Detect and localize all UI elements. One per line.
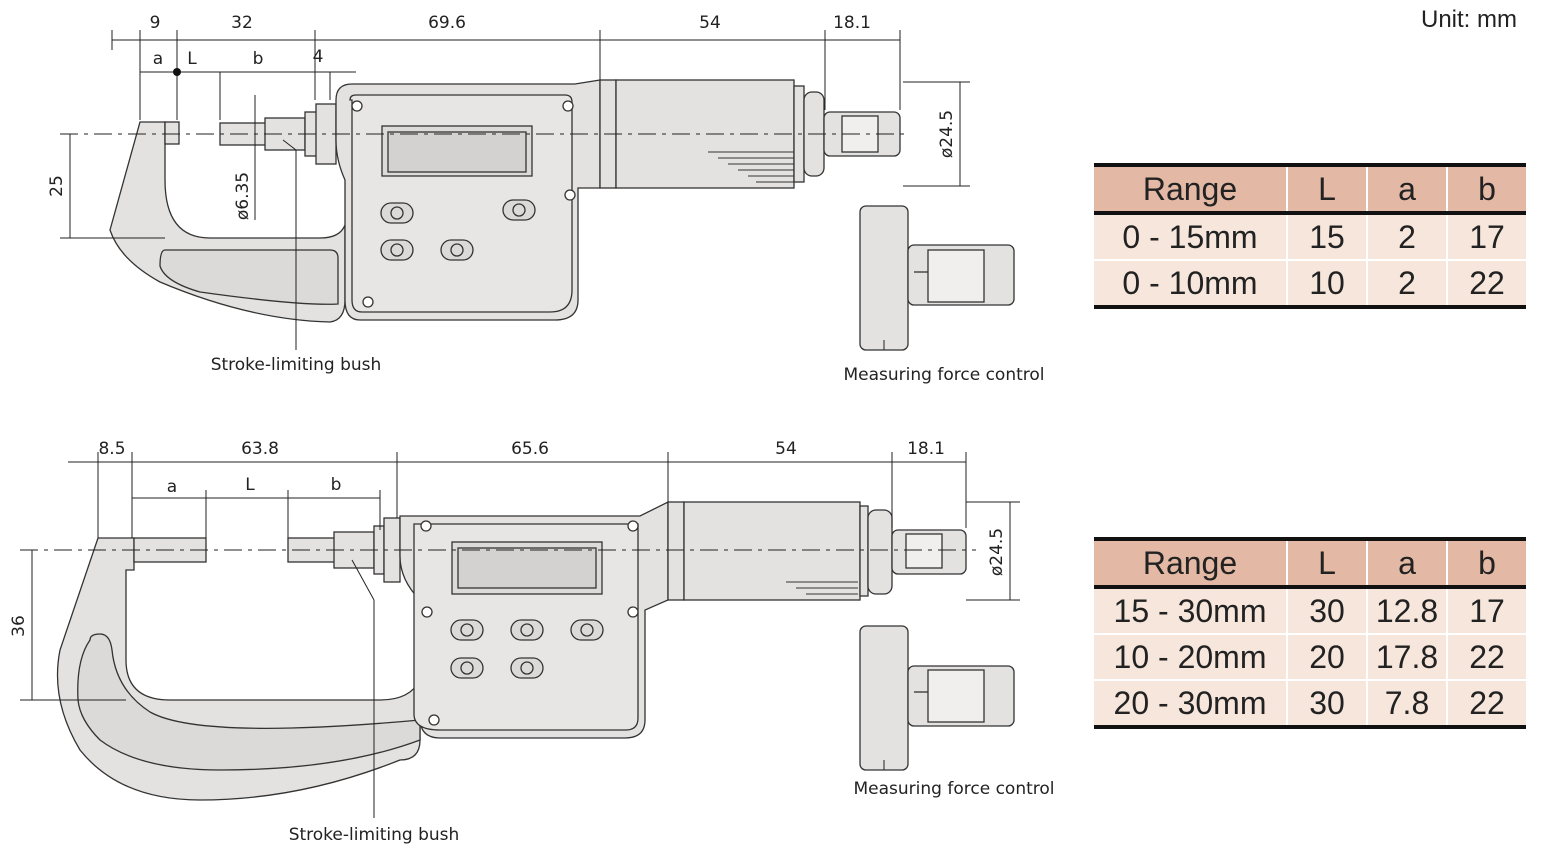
bottom-label-b: b (331, 475, 342, 495)
cell-l: 30 (1286, 680, 1367, 727)
range-table-bottom: Range L a b 15 - 30mm 30 12.8 17 10 - 20… (1094, 537, 1526, 729)
bottom-dim-18-1: 18.1 (907, 439, 945, 459)
cell-l: 20 (1286, 634, 1367, 680)
cell-b: 17 (1446, 587, 1526, 634)
cell-b: 17 (1446, 213, 1526, 260)
cell-b: 22 (1446, 680, 1526, 727)
bottom-dim-8-5: 8.5 (98, 439, 125, 459)
bottom-dim-36: 36 (9, 615, 29, 637)
cell-range: 0 - 10mm (1094, 260, 1287, 307)
bottom-callout-force: Measuring force control (854, 779, 1055, 799)
top-label-l: L (187, 49, 197, 69)
header-b: b (1446, 539, 1526, 587)
bottom-micrometer (56, 500, 967, 801)
cell-b: 22 (1446, 260, 1526, 307)
bottom-label-a: a (167, 477, 177, 497)
cell-a: 12.8 (1366, 587, 1447, 634)
top-dim-4: 4 (313, 47, 324, 67)
top-dim-9: 9 (150, 13, 161, 33)
header-l: L (1286, 165, 1367, 213)
top-force-detail (859, 205, 1015, 351)
cell-range: 10 - 20mm (1094, 634, 1287, 680)
top-dimensions (60, 30, 970, 350)
bottom-force-detail (859, 625, 1015, 771)
table-row: 0 - 15mm 15 2 17 (1094, 213, 1526, 260)
bottom-thimble (683, 501, 861, 601)
top-dim-18-1: 18.1 (833, 13, 871, 33)
top-callout-bush: Stroke-limiting bush (211, 355, 382, 375)
range-table-top: Range L a b 0 - 15mm 15 2 17 0 - 10mm 10… (1094, 163, 1526, 309)
table-row: 20 - 30mm 30 7.8 22 (1094, 680, 1526, 727)
top-frame-inner-panel (159, 249, 339, 305)
bottom-label-l: L (245, 475, 255, 495)
bottom-frame-inner-panel (77, 633, 421, 771)
bottom-dimensions (20, 452, 1020, 818)
top-callout-force: Measuring force control (844, 365, 1045, 385)
cell-range: 15 - 30mm (1094, 587, 1287, 634)
top-l-point (173, 68, 181, 76)
cell-l: 15 (1286, 213, 1367, 260)
top-micrometer (109, 79, 901, 323)
top-dim-spindle-dia: ø6.35 (233, 172, 253, 220)
table-header-row: Range L a b (1094, 539, 1526, 587)
bottom-dim-diameter: ø24.5 (987, 528, 1007, 576)
top-label-a: a (153, 49, 163, 69)
bottom-callout-bush: Stroke-limiting bush (289, 825, 460, 845)
top-dim-32: 32 (231, 13, 253, 33)
top-dim-54: 54 (699, 13, 721, 33)
cell-a: 17.8 (1366, 634, 1447, 680)
top-dim-25: 25 (47, 175, 67, 197)
cell-a: 2 (1366, 213, 1447, 260)
cell-b: 22 (1446, 634, 1526, 680)
bottom-dim-63-8: 63.8 (241, 439, 279, 459)
header-range: Range (1094, 539, 1287, 587)
header-range: Range (1094, 165, 1287, 213)
cell-l: 30 (1286, 587, 1367, 634)
table-row: 15 - 30mm 30 12.8 17 (1094, 587, 1526, 634)
header-a: a (1366, 165, 1447, 213)
header-b: b (1446, 165, 1526, 213)
bottom-dim-54: 54 (775, 439, 797, 459)
top-dim-69-6: 69.6 (428, 13, 466, 33)
header-l: L (1286, 539, 1367, 587)
top-anvil (164, 121, 180, 145)
cell-a: 7.8 (1366, 680, 1447, 727)
cell-range: 20 - 30mm (1094, 680, 1287, 727)
table-row: 10 - 20mm 20 17.8 22 (1094, 634, 1526, 680)
header-a: a (1366, 539, 1447, 587)
table-row: 0 - 10mm 10 2 22 (1094, 260, 1526, 307)
top-dim-diameter: ø24.5 (937, 110, 957, 158)
cell-a: 2 (1366, 260, 1447, 307)
top-label-b: b (253, 49, 264, 69)
bottom-thimble-sleeve (667, 501, 685, 601)
cell-range: 0 - 15mm (1094, 213, 1287, 260)
unit-label: Unit: mm (1421, 6, 1517, 33)
top-buttons (380, 199, 536, 261)
cell-l: 10 (1286, 260, 1367, 307)
bottom-dim-65-6: 65.6 (511, 439, 549, 459)
table-header-row: Range L a b (1094, 165, 1526, 213)
bottom-buttons (450, 619, 604, 679)
